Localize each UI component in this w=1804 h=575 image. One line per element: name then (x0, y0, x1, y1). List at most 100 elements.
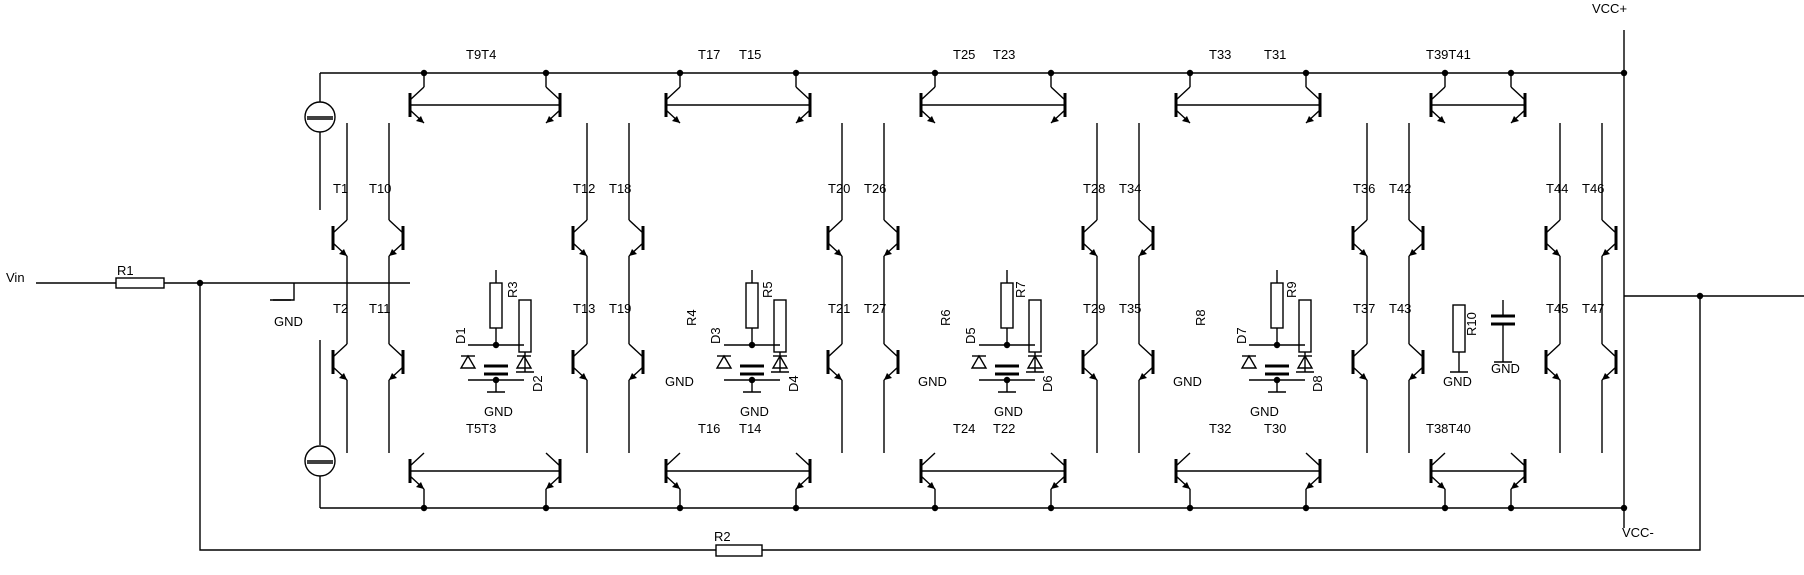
d3-label: D3 (708, 327, 723, 344)
transistor-collector (388, 343, 404, 358)
transistor-label: T9T4 (466, 47, 496, 62)
transistor-arrow (884, 249, 892, 256)
transistor-arrow (339, 249, 347, 256)
transistor-arrow (1051, 482, 1059, 489)
transistor-collector (388, 219, 404, 234)
d4-label: D4 (786, 375, 801, 392)
labels: VCC+ VCC- Vin GND GND GND GND GND GND GN… (6, 1, 1654, 544)
transistor-arrow (579, 249, 587, 256)
transistor-arrow (1182, 482, 1190, 489)
transistor-label: T43 (1389, 301, 1411, 316)
transistor-arrow (389, 373, 397, 380)
transistor (883, 219, 900, 257)
junction-dot (492, 376, 500, 384)
transistor-collector (545, 86, 561, 101)
diode (1240, 354, 1258, 369)
r6-label: R6 (938, 309, 953, 326)
transistor (1601, 219, 1618, 257)
d7-label: D7 (1234, 327, 1249, 344)
transistor-arrow (1139, 249, 1147, 256)
transistor (571, 219, 588, 257)
transistor (1138, 343, 1155, 381)
transistor-label: T18 (609, 181, 631, 196)
transistor-label: T25 (953, 47, 975, 62)
transistor-label: T38T40 (1426, 421, 1471, 436)
diode (515, 354, 533, 369)
diode (771, 354, 789, 369)
transistor-collector (572, 219, 588, 234)
transistor-arrow (1089, 249, 1097, 256)
transistor (1305, 86, 1322, 124)
transistor-label: T31 (1264, 47, 1286, 62)
transistor-collector (883, 219, 899, 234)
transistor-label: T2 (333, 301, 348, 316)
transistor-arrow (796, 116, 804, 123)
d5-label: D5 (963, 327, 978, 344)
r3-label: R3 (505, 281, 520, 298)
junction-dot (931, 504, 939, 512)
junction-dot (931, 69, 939, 77)
transistor-collector (332, 219, 348, 234)
transistor-arrow (1511, 116, 1519, 123)
transistor (1174, 86, 1191, 124)
diode-body (515, 354, 533, 369)
vcc-plus-label: VCC+ (1592, 1, 1627, 16)
transistor-arrow (546, 116, 554, 123)
r4-label: R4 (684, 309, 699, 326)
transistor (1544, 343, 1561, 381)
junction-dot (676, 69, 684, 77)
capacitor (1491, 314, 1515, 326)
transistor-arrow (629, 373, 637, 380)
transistor-collector (1082, 343, 1098, 358)
transistor-collector (883, 343, 899, 358)
transistor-collector (1352, 343, 1368, 358)
transistor-arrow (629, 249, 637, 256)
transistor-label: T16 (698, 421, 720, 436)
capacitor (1265, 364, 1289, 376)
transistor-collector (920, 86, 936, 101)
resistor-body (715, 544, 763, 557)
junction-dot (492, 341, 500, 349)
transistor-collector (545, 452, 561, 467)
transistor (331, 343, 348, 381)
diode (715, 354, 733, 369)
junction-dot (1273, 341, 1281, 349)
transistor-arrow (1602, 249, 1610, 256)
transistor-arrow (579, 373, 587, 380)
transistor-collector (795, 86, 811, 101)
diode-body (1026, 354, 1044, 369)
transistor (1408, 219, 1425, 257)
junction-dot (1696, 292, 1704, 300)
transistor (919, 86, 936, 124)
gnd-label: GND (484, 404, 513, 419)
transistor-label: T39T41 (1426, 47, 1471, 62)
transistor (826, 219, 843, 257)
resistor-body (1000, 282, 1014, 329)
transistor-collector (628, 343, 644, 358)
transistor-collector (920, 452, 936, 467)
gnd-label: GND (1250, 404, 1279, 419)
junction-dot (1047, 504, 1055, 512)
gnd-label: GND (740, 404, 769, 419)
diode (970, 354, 988, 369)
transistor-arrow (1359, 373, 1367, 380)
transistor-collector (1430, 452, 1446, 467)
transistor (1351, 343, 1368, 381)
resistor-body (1270, 282, 1284, 329)
transistor-collector (827, 343, 843, 358)
transistor (545, 86, 562, 124)
transistor-collector (1050, 452, 1066, 467)
transistor (1351, 219, 1368, 257)
resistor (489, 282, 503, 329)
transistor-collector (332, 343, 348, 358)
resistor (1452, 304, 1466, 353)
transistor-collector (1175, 86, 1191, 101)
transistor-collector (827, 219, 843, 234)
transistor (331, 219, 348, 257)
transistor (1510, 452, 1527, 490)
junction-dot (1441, 504, 1449, 512)
gnd-label: GND (274, 314, 303, 329)
transistor (1544, 219, 1561, 257)
transistor (1050, 452, 1067, 490)
